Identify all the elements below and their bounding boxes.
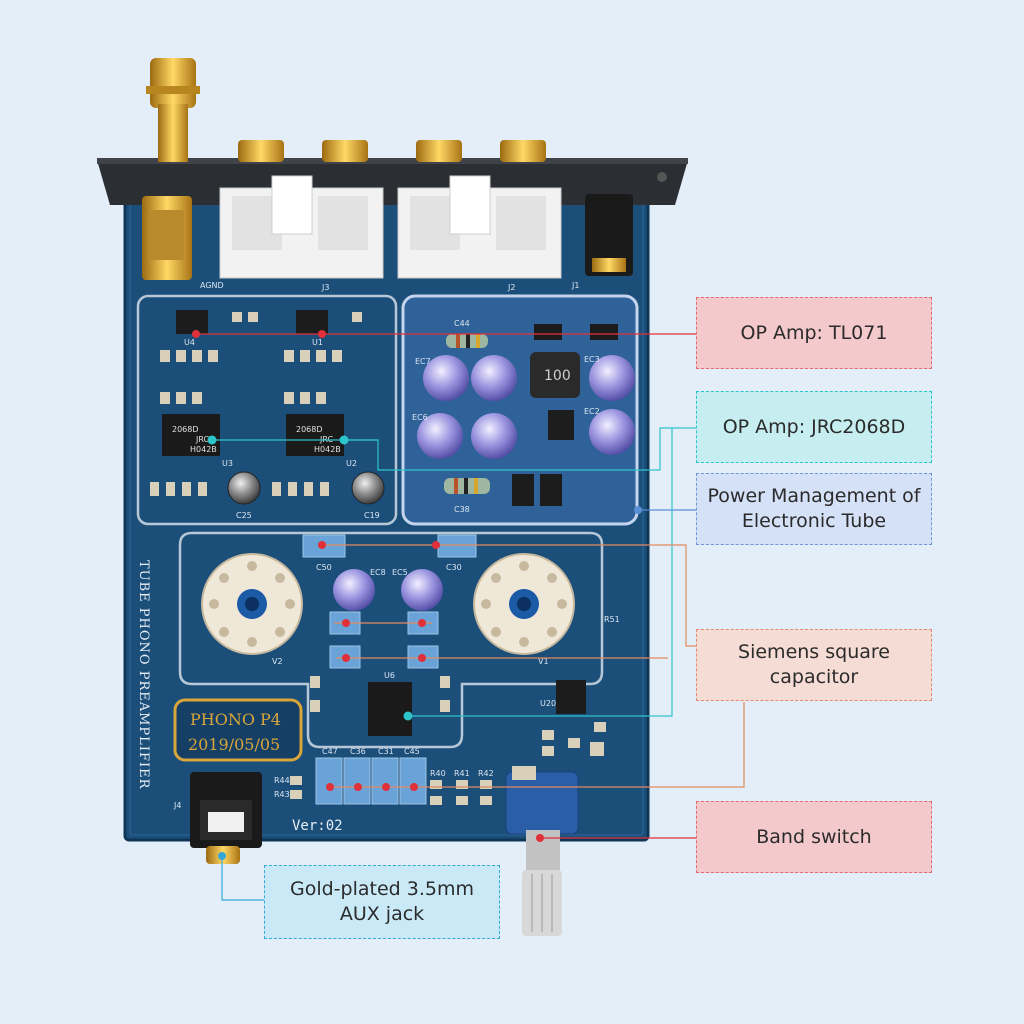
svg-text:C19: C19: [364, 511, 380, 520]
svg-text:EC2: EC2: [584, 407, 600, 416]
silk-title: TUBE PHONO PREAMPLIFIER: [136, 560, 151, 790]
svg-text:U3: U3: [222, 459, 233, 468]
label-aux-jack: Gold-plated 3.5mm AUX jack: [264, 865, 500, 939]
power-caps: [417, 355, 635, 459]
cap-c25: [227, 471, 261, 505]
svg-text:2068D: 2068D: [296, 425, 323, 434]
model-text: PHONO P4: [190, 710, 281, 729]
svg-text:U1: U1: [312, 338, 323, 347]
svg-text:U4: U4: [184, 338, 195, 347]
svg-text:J2: J2: [507, 283, 515, 292]
svg-text:R43: R43: [274, 790, 290, 799]
svg-text:C50: C50: [316, 563, 332, 572]
svg-text:AGND: AGND: [200, 281, 224, 290]
svg-text:C38: C38: [454, 505, 470, 514]
svg-text:J3: J3: [321, 283, 329, 292]
rca-housing-right: [397, 175, 562, 279]
svg-text:EC6: EC6: [412, 413, 428, 422]
svg-text:V2: V2: [272, 657, 283, 666]
svg-text:100: 100: [544, 368, 571, 384]
svg-text:V1: V1: [538, 657, 549, 666]
smd-bottom: [290, 776, 492, 805]
svg-text:U20: U20: [540, 699, 556, 708]
siemens-capacitors: [302, 534, 477, 805]
chip-u3: [162, 414, 220, 456]
rca-housing-left: [219, 175, 384, 279]
svg-text:R42: R42: [478, 769, 494, 778]
power-region: [401, 294, 639, 526]
svg-text:H042B: H042B: [314, 445, 341, 454]
label-power-management: Power Management of Electronic Tube: [696, 473, 932, 545]
tube-socket-v1: [473, 553, 575, 655]
svg-text:U6: U6: [384, 671, 395, 680]
chip-u4: [176, 310, 208, 334]
ref-designators: AGND J3 J2 J1 U4 U1 U3 U2 C25 C19 C44 C3…: [173, 281, 620, 810]
svg-text:U2: U2: [346, 459, 357, 468]
cap-c19: [351, 471, 385, 505]
chip-u20: [556, 680, 586, 714]
svg-text:C47: C47: [322, 747, 338, 756]
opamp-region: [136, 294, 398, 526]
dc-power-jack: [585, 194, 633, 276]
cap-ec8: [333, 569, 375, 611]
svg-text:C25: C25: [236, 511, 252, 520]
chip-u1: [296, 310, 328, 334]
svg-text:EC8: EC8: [370, 568, 386, 577]
version-text: Ver:02: [292, 818, 343, 834]
label-op-amp-tl071: OP Amp: TL071: [696, 297, 932, 369]
svg-text:C30: C30: [446, 563, 462, 572]
svg-text:R44: R44: [274, 776, 290, 785]
svg-text:JRC: JRC: [195, 435, 210, 444]
chip-u2: [286, 414, 344, 456]
aux-jack: [190, 772, 262, 864]
svg-text:C45: C45: [404, 747, 420, 756]
label-band-switch: Band switch: [696, 801, 932, 873]
svg-text:R41: R41: [454, 769, 470, 778]
svg-text:C44: C44: [454, 319, 470, 328]
label-op-amp-jrc2068d: OP Amp: JRC2068D: [696, 391, 932, 463]
inductor: [530, 352, 580, 398]
chip-u6: [368, 682, 412, 736]
tube-region: [178, 531, 604, 749]
ground-post: [142, 58, 200, 280]
label-siemens-capacitor: Siemens square capacitor: [696, 629, 932, 701]
tube-socket-v2: [201, 553, 303, 655]
date-text: 2019/05/05: [188, 735, 280, 754]
smd-components: [150, 312, 362, 496]
svg-text:J4: J4: [173, 801, 181, 810]
svg-text:R51: R51: [604, 615, 620, 624]
svg-text:2068D: 2068D: [172, 425, 199, 434]
cap-ec5: [401, 569, 443, 611]
band-switch-rotary: [505, 766, 579, 936]
model-plate: [173, 698, 303, 762]
svg-text:EC3: EC3: [584, 355, 600, 364]
svg-text:C31: C31: [378, 747, 394, 756]
ic-markings: 2068D JRC H042B 2068D JRC H042B 100: [172, 368, 571, 454]
leader-dots: [192, 330, 642, 860]
svg-text:J1: J1: [571, 281, 579, 290]
rca-jacks: [238, 140, 546, 162]
svg-text:H042B: H042B: [190, 445, 217, 454]
power-chip: [548, 410, 574, 440]
svg-text:EC5: EC5: [392, 568, 408, 577]
svg-text:C36: C36: [350, 747, 366, 756]
svg-text:EC7: EC7: [415, 357, 431, 366]
svg-text:R40: R40: [430, 769, 446, 778]
smd-right: [310, 676, 606, 756]
